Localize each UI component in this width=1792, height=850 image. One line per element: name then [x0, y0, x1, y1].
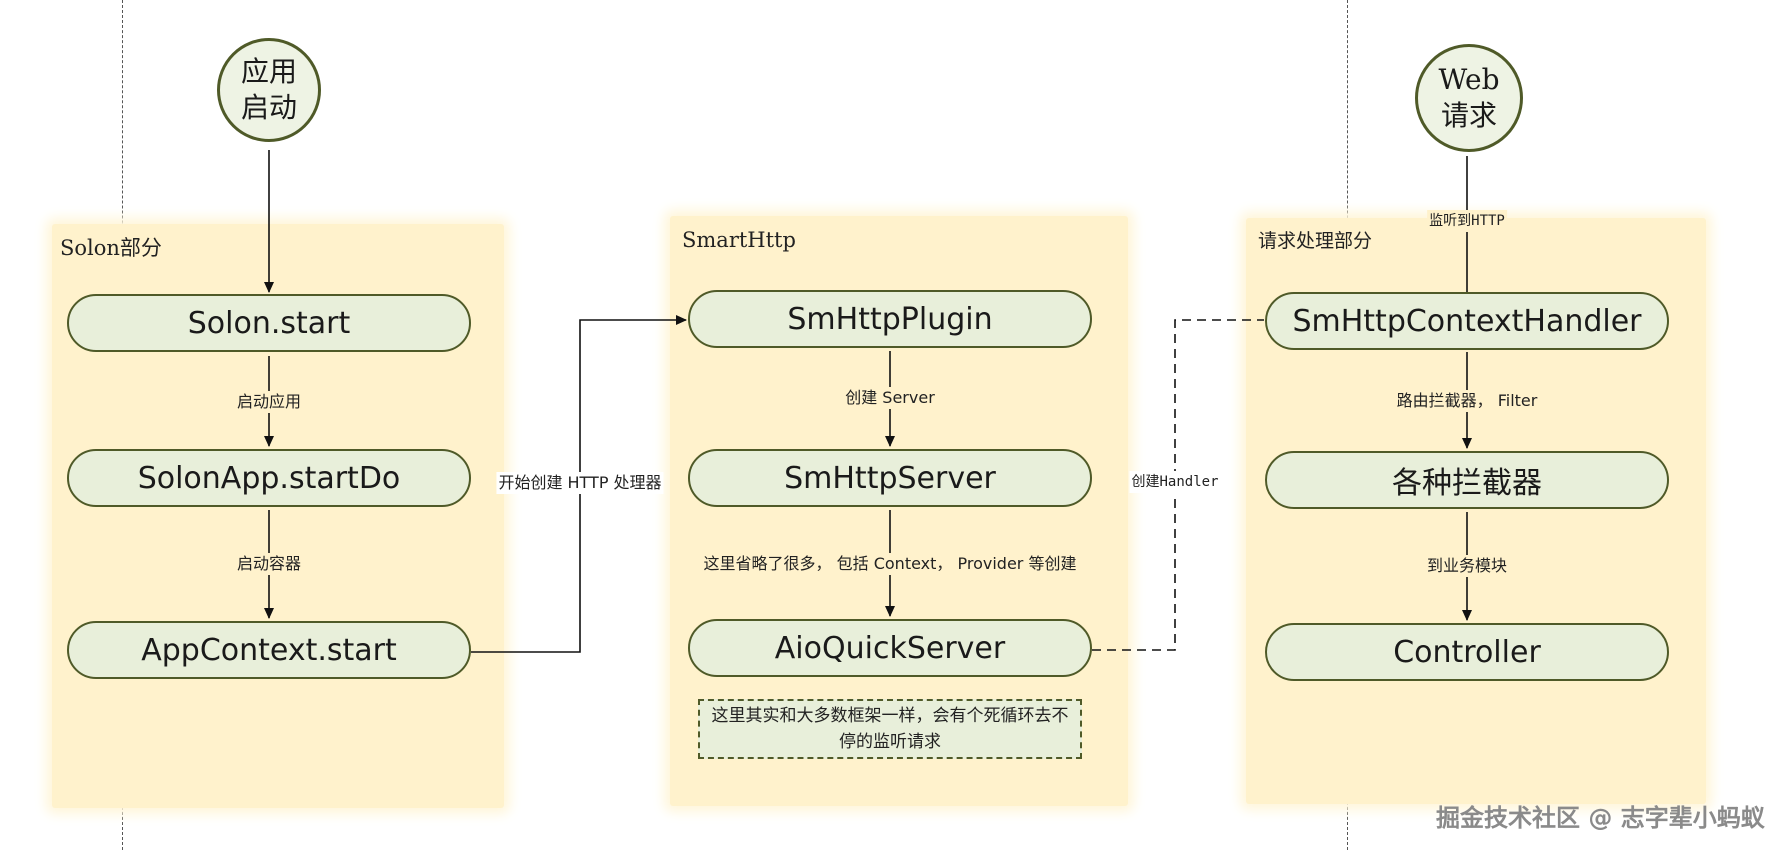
node-appcontext-start: AppContext.start	[67, 621, 471, 679]
panel-title-solon: Solon部分	[60, 236, 162, 260]
edge-label-start-app: 启动应用	[234, 391, 304, 413]
note-event-loop: 这里其实和大多数框架一样，会有个死循环去不停的监听请求	[698, 699, 1082, 759]
panel-title-request: 请求处理部分	[1258, 230, 1373, 252]
edge-label-listen-http: 监听到HTTP	[1427, 210, 1507, 232]
node-controller: Controller	[1265, 623, 1669, 681]
node-aio-quick-server: AioQuickServer	[688, 619, 1092, 677]
start-node-app: 应用启动	[217, 38, 321, 142]
node-solonapp-startdo: SolonApp.startDo	[67, 449, 471, 507]
edge-label-create-server: 创建 Server	[843, 387, 937, 409]
start-node-app-label: 应用启动	[240, 55, 297, 124]
edge-label-route-filter: 路由拦截器， Filter	[1394, 390, 1540, 412]
node-smhttp-server: SmHttpServer	[688, 449, 1092, 507]
panel-title-smarthttp: SmartHttp	[682, 228, 796, 252]
edge-label-create-handler: 创建Handler	[1129, 471, 1221, 493]
node-smhttp-plugin: SmHttpPlugin	[688, 290, 1092, 348]
node-interceptors: 各种拦截器	[1265, 451, 1669, 509]
edge-label-omitted: 这里省略了很多， 包括 Context， Provider 等创建	[701, 553, 1079, 575]
edge-label-start-container: 启动容器	[234, 553, 304, 575]
node-context-handler: SmHttpContextHandler	[1265, 292, 1669, 350]
edge-label-to-business: 到业务模块	[1424, 555, 1510, 577]
edge-label-create-http-handler: 开始创建 HTTP 处理器	[496, 472, 664, 494]
start-node-web-request-label: Web请求	[1438, 63, 1500, 132]
watermark: 掘金技术社区 @ 志字辈小蚂蚁	[1436, 804, 1765, 832]
node-solon-start: Solon.start	[67, 294, 471, 352]
note-event-loop-text: 这里其实和大多数框架一样，会有个死循环去不停的监听请求	[711, 706, 1069, 752]
start-node-web-request: Web请求	[1415, 44, 1523, 152]
